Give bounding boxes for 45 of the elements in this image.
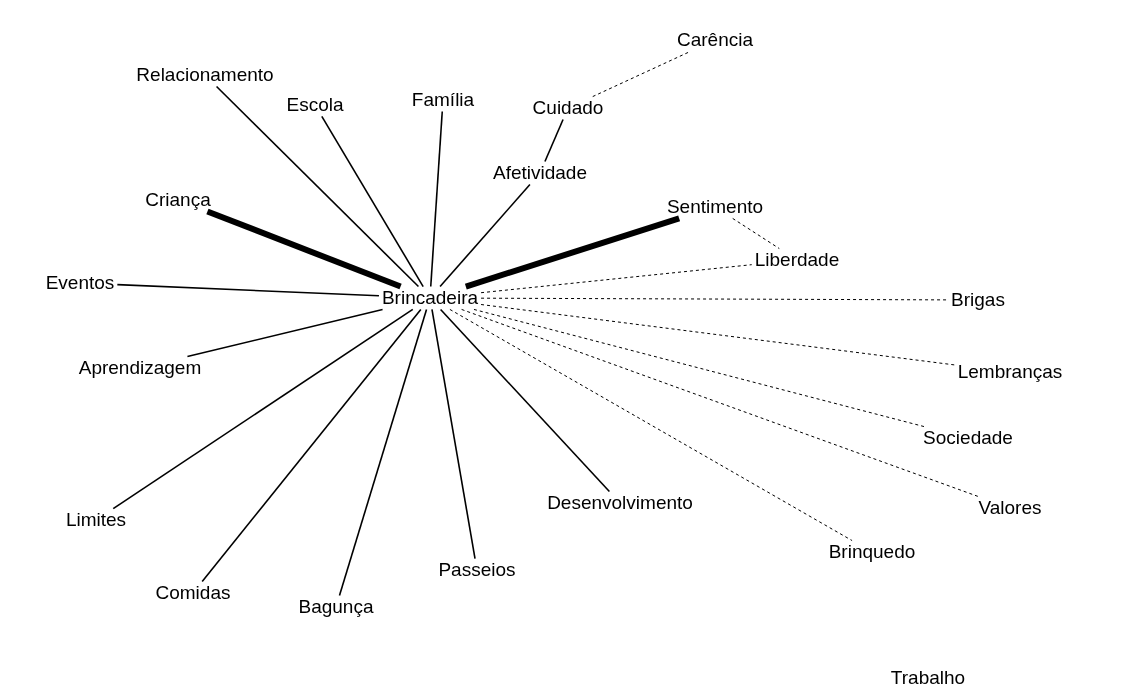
link-line — [321, 115, 424, 288]
dotted-link-line — [480, 264, 753, 294]
term-label: Liberdade — [754, 249, 840, 271]
dotted-link-line — [461, 308, 979, 498]
dotted-link-line — [732, 217, 780, 250]
link-line — [112, 308, 414, 510]
term-label: Relacionamento — [136, 64, 274, 86]
term-label: Lembranças — [957, 361, 1063, 383]
link-line — [431, 308, 476, 560]
term-label: Brinquedo — [828, 541, 916, 563]
link-line — [429, 110, 444, 288]
link-line — [439, 183, 531, 288]
link-line — [215, 85, 420, 288]
link-line — [186, 308, 384, 358]
link-line — [201, 308, 422, 583]
link-line — [338, 308, 428, 597]
dotted-link-line — [473, 308, 925, 428]
link-line — [544, 118, 564, 163]
term-label: Escola — [286, 94, 344, 116]
link-line — [464, 215, 681, 290]
term-label: Afetividade — [493, 162, 587, 184]
term-label: Desenvolvimento — [547, 492, 693, 514]
link-line — [206, 208, 402, 290]
dotted-link-line — [480, 304, 956, 366]
link-line — [116, 283, 380, 297]
term-label: Criança — [145, 189, 211, 211]
term-label: Brincadeira — [381, 287, 479, 309]
term-label: Valores — [978, 497, 1042, 519]
dotted-link-line — [449, 308, 853, 542]
term-label: Família — [411, 89, 475, 111]
dotted-link-line — [480, 297, 949, 301]
term-label: Sociedade — [923, 427, 1013, 449]
term-label: Cuidado — [532, 97, 604, 119]
term-label: Eventos — [45, 272, 115, 294]
link-line — [439, 308, 611, 493]
term-label: Carência — [677, 29, 753, 51]
term-label: Aprendizagem — [78, 357, 202, 379]
term-label: Brigas — [951, 289, 1005, 311]
term-label: Passeios — [438, 559, 516, 581]
term-label: Sentimento — [666, 196, 764, 218]
term-label: Comidas — [155, 582, 231, 604]
term-label: Trabalho — [890, 667, 966, 689]
term-label: Bagunça — [298, 596, 374, 618]
term-label: Limites — [65, 509, 127, 531]
dotted-link-line — [592, 50, 691, 98]
